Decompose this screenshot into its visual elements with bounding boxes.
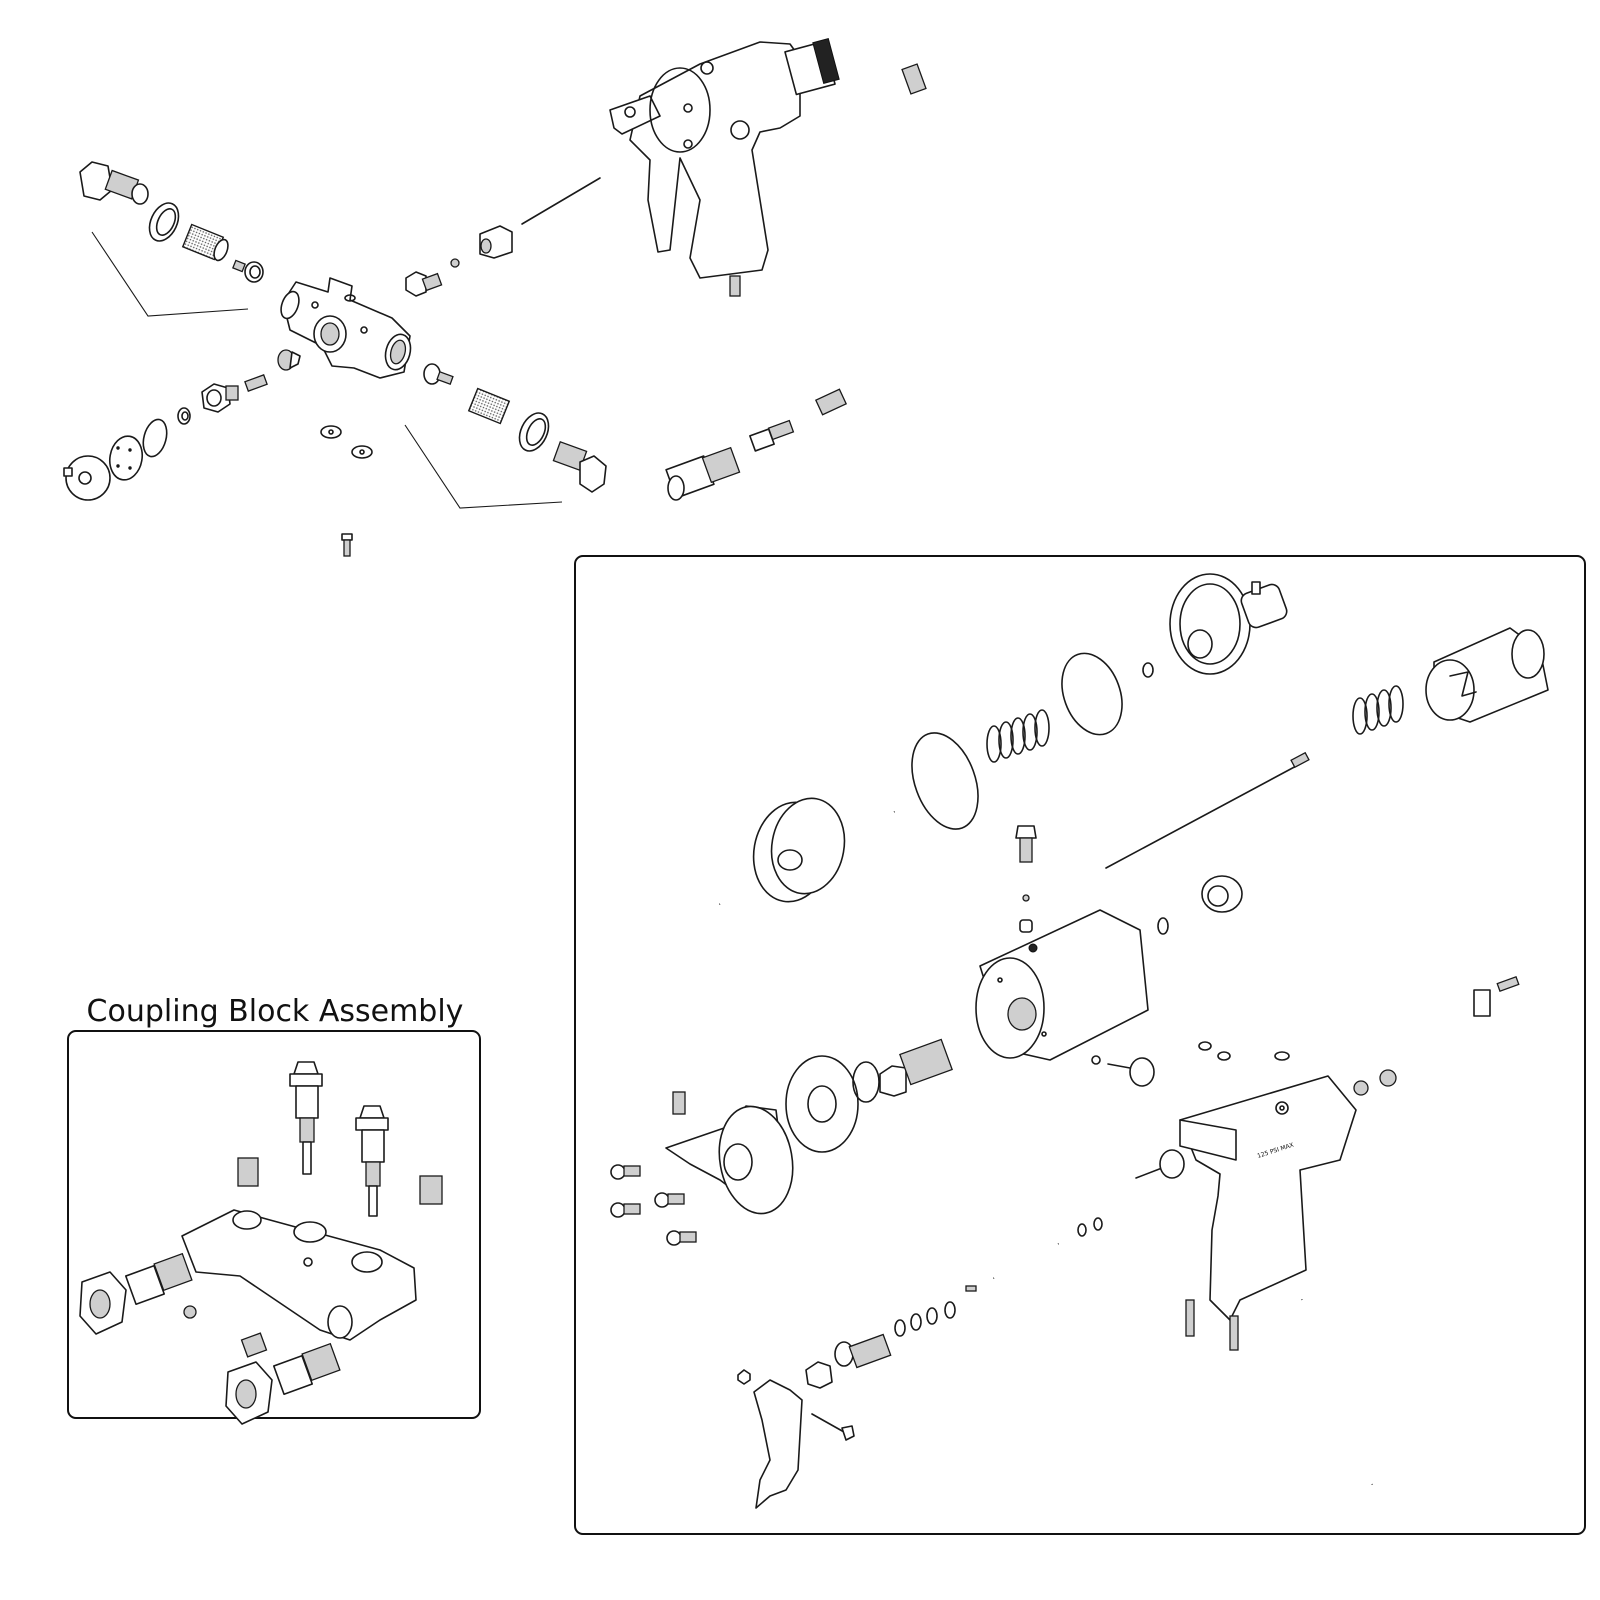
swivel-nut-fitting xyxy=(79,1252,193,1335)
compression-nut xyxy=(479,225,513,259)
upper-coupling-block-explosion xyxy=(63,161,607,557)
washer xyxy=(177,407,191,425)
end-sleeve xyxy=(1425,627,1549,723)
oring xyxy=(1077,1223,1087,1237)
tool-exploded-view: 125 PSI MAX xyxy=(574,555,1586,1535)
quick-connect-plug xyxy=(749,419,795,452)
handle-bolts xyxy=(1185,1299,1239,1351)
tube xyxy=(521,177,601,225)
valve-spring xyxy=(1135,1167,1163,1179)
small-oring xyxy=(1091,1055,1101,1065)
trigger-pin xyxy=(811,1413,855,1441)
filter-screen xyxy=(181,223,229,262)
latch-clip xyxy=(1473,975,1520,1017)
leader-line xyxy=(91,231,249,317)
exhaust-tube xyxy=(1299,1299,1375,1485)
pulling-rod xyxy=(1105,751,1310,869)
bleed-screw xyxy=(1015,825,1037,863)
valve-nut xyxy=(805,1361,833,1389)
swivel-nut-fitting-2 xyxy=(225,1342,341,1425)
nose-adapter xyxy=(879,1038,953,1097)
valve-spool xyxy=(991,1240,1061,1282)
coupling-block-assembly-title: Coupling Block Assembly xyxy=(86,994,464,1029)
end-cap xyxy=(63,455,111,501)
trigger xyxy=(753,1379,803,1509)
seal-ring xyxy=(148,202,180,242)
small-plug xyxy=(183,1305,197,1319)
quick-connect-coupler xyxy=(665,446,741,501)
cap-screws xyxy=(610,1091,697,1246)
bleed-valve xyxy=(289,1061,323,1175)
relief-valve-cap xyxy=(79,161,149,205)
adjustment-knob xyxy=(1107,1057,1155,1087)
oring xyxy=(1093,1217,1103,1231)
oring xyxy=(142,418,168,458)
check-valve-poppet xyxy=(232,259,264,283)
hex-fitting xyxy=(405,271,443,297)
oring xyxy=(1157,917,1169,935)
filter-screen-2 xyxy=(467,387,511,425)
valve-bushing xyxy=(1159,1149,1185,1179)
piston-rod xyxy=(718,797,896,908)
swivel-disc xyxy=(108,435,144,481)
check-valve-poppet-2 xyxy=(423,363,454,385)
cylinder-head xyxy=(1169,573,1288,675)
small-oring xyxy=(1142,662,1154,678)
ball xyxy=(1022,894,1030,902)
cone-seal xyxy=(277,349,301,371)
seal-ring-2 xyxy=(518,412,550,452)
nipple-fitting xyxy=(244,374,268,392)
hex-nut xyxy=(737,1369,751,1385)
leader-line xyxy=(404,424,563,509)
set-screw xyxy=(240,1332,268,1358)
nose-housing xyxy=(665,1105,794,1215)
return-spring xyxy=(986,709,1050,763)
relief-valve-cap-2 xyxy=(552,440,607,493)
spring-2 xyxy=(1352,685,1404,735)
rear-plugs xyxy=(1353,1069,1397,1096)
orings-row xyxy=(894,1301,956,1337)
pin xyxy=(1019,919,1033,933)
bleed-valve-2 xyxy=(355,1105,389,1217)
assembled-tool xyxy=(609,38,840,297)
bleed-screw xyxy=(341,533,353,557)
hex-adapter xyxy=(201,383,239,413)
washers xyxy=(320,425,373,459)
cylinder-body xyxy=(975,909,1149,1061)
oring xyxy=(852,1061,880,1103)
bushing xyxy=(1201,875,1243,913)
manifold-block xyxy=(181,1209,417,1341)
piston-seal xyxy=(911,732,979,830)
orings-small xyxy=(1198,1041,1290,1061)
cylinder-oring xyxy=(1061,652,1123,736)
air-hose xyxy=(665,63,966,501)
handle-housing: 125 PSI MAX xyxy=(1179,1075,1357,1321)
coupling-block-body xyxy=(280,277,412,379)
small-oring xyxy=(450,258,460,268)
gasket-plate xyxy=(785,1055,859,1153)
set-screw xyxy=(419,1175,443,1205)
small-screw xyxy=(965,1285,977,1292)
coupling-block-assembly-inset xyxy=(67,1030,481,1425)
set-screw xyxy=(237,1157,259,1187)
trigger-valve-spring xyxy=(834,1333,892,1369)
